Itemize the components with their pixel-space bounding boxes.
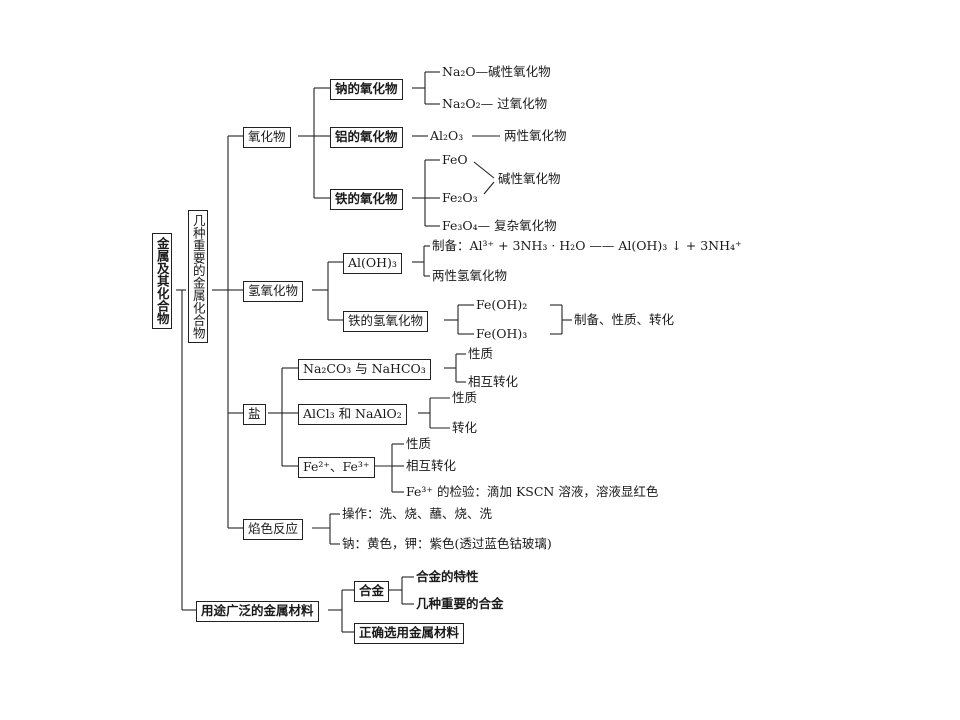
sodium-oxide-node: 钠的氧化物 bbox=[330, 79, 403, 100]
flame-colors: 钠：黄色，钾：紫色(透过蓝色钴玻璃) bbox=[342, 536, 552, 551]
alloy-node: 合金 bbox=[354, 581, 390, 602]
iron-hydroxide-node: 铁的氢氧化物 bbox=[343, 311, 429, 332]
basic-oxide-leaf: 碱性氧化物 bbox=[498, 171, 561, 186]
carbonate-node: Na₂CO₃ 与 NaHCO₃ bbox=[298, 359, 431, 380]
aluminate-properties: 性质 bbox=[452, 390, 478, 405]
aluminate-conversion: 转化 bbox=[452, 420, 478, 435]
aluminate-node: AlCl₃ 和 NaAlO₂ bbox=[298, 404, 407, 425]
preparation-equation: 制备：Al³⁺ + 3NH₃ · H₂O —— Al(OH)₃ ↓ + 3NH₄… bbox=[432, 238, 742, 253]
carbonate-conversion: 相互转化 bbox=[468, 374, 519, 389]
hydroxides-node: 氢氧化物 bbox=[243, 281, 304, 302]
fe3o4-leaf: Fe₃O₄— 复杂氧化物 bbox=[442, 218, 557, 233]
choose-materials-node: 正确选用金属材料 bbox=[354, 623, 465, 644]
aluminium-hydroxide-node: Al(OH)₃ bbox=[343, 253, 402, 274]
feoh3-leaf: Fe(OH)₃ bbox=[476, 326, 528, 341]
compounds-node: 几种重要的金属化合物 bbox=[188, 210, 208, 343]
oxides-node: 氧化物 bbox=[243, 127, 291, 148]
na2o2-leaf: Na₂O₂— 过氧化物 bbox=[442, 96, 548, 111]
na2o-leaf: Na₂O—碱性氧化物 bbox=[442, 64, 551, 79]
salts-node: 盐 bbox=[243, 404, 266, 425]
carbonate-properties: 性质 bbox=[468, 346, 494, 361]
iron-ions-conversion: 相互转化 bbox=[406, 458, 457, 473]
materials-node: 用途广泛的金属材料 bbox=[196, 601, 319, 622]
iron-hydroxide-topics: 制备、性质、转化 bbox=[574, 312, 675, 327]
feo-leaf: FeO bbox=[442, 152, 468, 167]
al2o3-formula: Al₂O₃ bbox=[430, 128, 464, 143]
feoh2-leaf: Fe(OH)₂ bbox=[476, 297, 528, 312]
root-node: 金属及其化合物 bbox=[152, 233, 172, 329]
flame-test-node: 焰色反应 bbox=[243, 519, 304, 540]
flame-procedure: 操作：洗、烧、蘸、烧、洗 bbox=[342, 506, 493, 521]
iron-oxide-node: 铁的氧化物 bbox=[330, 189, 403, 210]
iron-ions-node: Fe²⁺、Fe³⁺ bbox=[298, 457, 375, 478]
alloy-properties: 合金的特性 bbox=[416, 569, 479, 584]
amphoteric-hydroxide-leaf: 两性氢氧化物 bbox=[432, 268, 508, 283]
fe3-test-leaf: Fe³⁺ 的检验：滴加 KSCN 溶液，溶液显红色 bbox=[406, 484, 659, 499]
amphoteric-oxide-leaf: 两性氧化物 bbox=[504, 128, 567, 143]
iron-ions-properties: 性质 bbox=[406, 436, 432, 451]
aluminium-oxide-node: 铝的氧化物 bbox=[330, 127, 403, 148]
important-alloys: 几种重要的合金 bbox=[416, 596, 504, 611]
fe2o3-leaf: Fe₂O₃ bbox=[442, 190, 478, 205]
